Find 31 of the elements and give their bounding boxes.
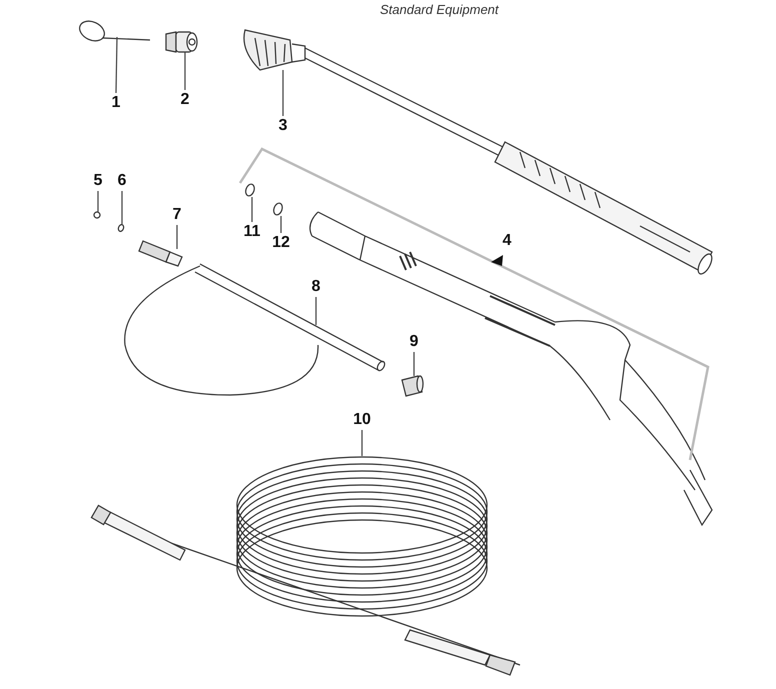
- callout-number: 7: [162, 206, 192, 224]
- nozzle-drawing: [401, 375, 424, 397]
- callout-number: 12: [266, 234, 296, 252]
- callout-number: 2: [170, 91, 200, 109]
- callout-number: 4: [502, 232, 512, 250]
- callout-number: 1: [101, 94, 131, 112]
- leader-line: [282, 70, 284, 116]
- callout-number: 8: [301, 278, 331, 296]
- leader-line: [413, 352, 415, 376]
- leader-line: [315, 297, 317, 325]
- callout-number: 9: [399, 333, 429, 351]
- leader-line: [361, 430, 363, 456]
- connector-fitting-drawing: [138, 240, 183, 267]
- leader-line: [184, 52, 186, 90]
- leader-line: [97, 191, 99, 212]
- leader-line: [121, 191, 123, 224]
- hose-reel-drawing: [90, 456, 520, 676]
- washer: [118, 224, 124, 232]
- callout-number: 3: [268, 117, 298, 135]
- leader-line: [280, 216, 282, 233]
- nozzle-drawing: [165, 31, 198, 53]
- hose-drawing: [124, 263, 386, 396]
- washer: [93, 211, 101, 219]
- leader-line: [176, 225, 178, 249]
- spray-lance-drawing: [243, 29, 713, 275]
- cleaning-needle-drawing: [79, 20, 150, 42]
- callout-number: 10: [347, 411, 377, 429]
- diagram-title: Standard Equipment: [380, 2, 499, 17]
- leader-line: [251, 197, 253, 222]
- leader-line: [115, 36, 118, 94]
- callout-number: 11: [237, 223, 267, 241]
